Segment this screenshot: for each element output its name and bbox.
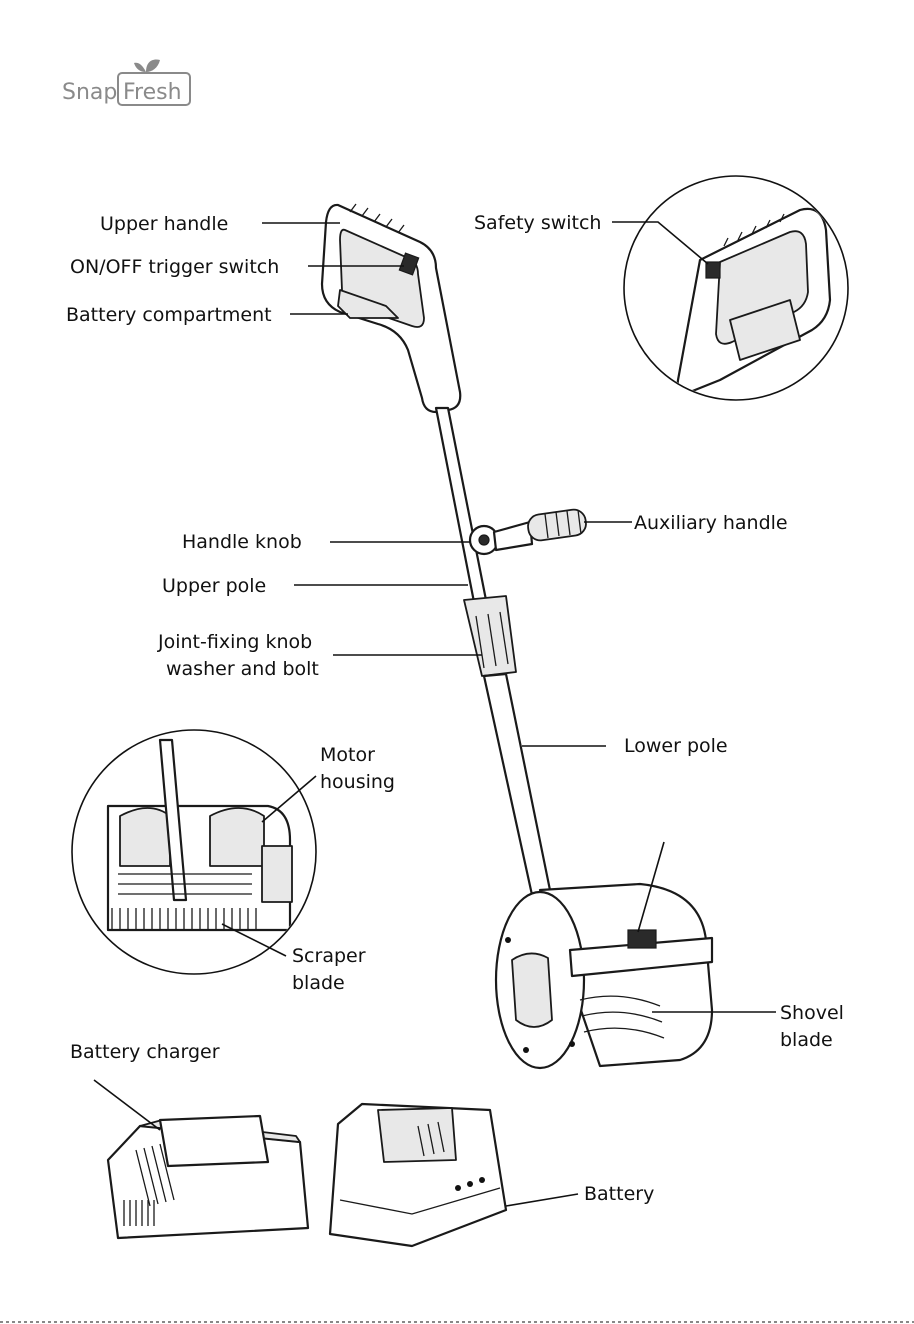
- upper-pole: [436, 408, 486, 602]
- safety-switch-button: [706, 262, 720, 278]
- logo-text-fresh: Fresh: [123, 80, 182, 105]
- label-joint-line1: Joint-fixing knob: [157, 631, 312, 653]
- label-battery: Battery: [584, 1183, 654, 1205]
- label-battery-compartment: Battery compartment: [66, 304, 272, 326]
- label-shovel-line1: Shovel: [780, 1002, 844, 1024]
- label-auxiliary-handle: Auxiliary handle: [634, 512, 788, 534]
- label-joint-line2: washer and bolt: [166, 658, 319, 680]
- label-safety-switch: Safety switch: [474, 212, 601, 234]
- label-on-off-trigger: ON/OFF trigger switch: [70, 256, 279, 278]
- label-upper-pole: Upper pole: [162, 575, 266, 597]
- label-shovel-line2: blade: [780, 1029, 833, 1051]
- joint-fixing-knob: [464, 596, 516, 676]
- label-lower-pole: Lower pole: [624, 735, 728, 757]
- lower-pole: [484, 674, 552, 904]
- logo-leaf-icon: [146, 60, 160, 73]
- label-handle-knob: Handle knob: [182, 531, 302, 553]
- label-scraper-line1: Scraper: [292, 945, 366, 967]
- label-motor-line1: Motor: [320, 744, 375, 766]
- safety-switch-detail: [624, 176, 848, 400]
- label-upper-handle: Upper handle: [100, 213, 228, 235]
- battery-illustration: [330, 1104, 506, 1246]
- label-scraper-line2: blade: [292, 972, 345, 994]
- logo-text-snap: Snap: [62, 80, 117, 105]
- label-battery-charger: Battery charger: [70, 1041, 220, 1063]
- label-motor-line2: housing: [320, 771, 395, 793]
- motor-housing-detail: [72, 730, 316, 974]
- snapfresh-logo: Snap Fresh: [62, 60, 190, 106]
- battery-charger-illustration: [108, 1116, 308, 1238]
